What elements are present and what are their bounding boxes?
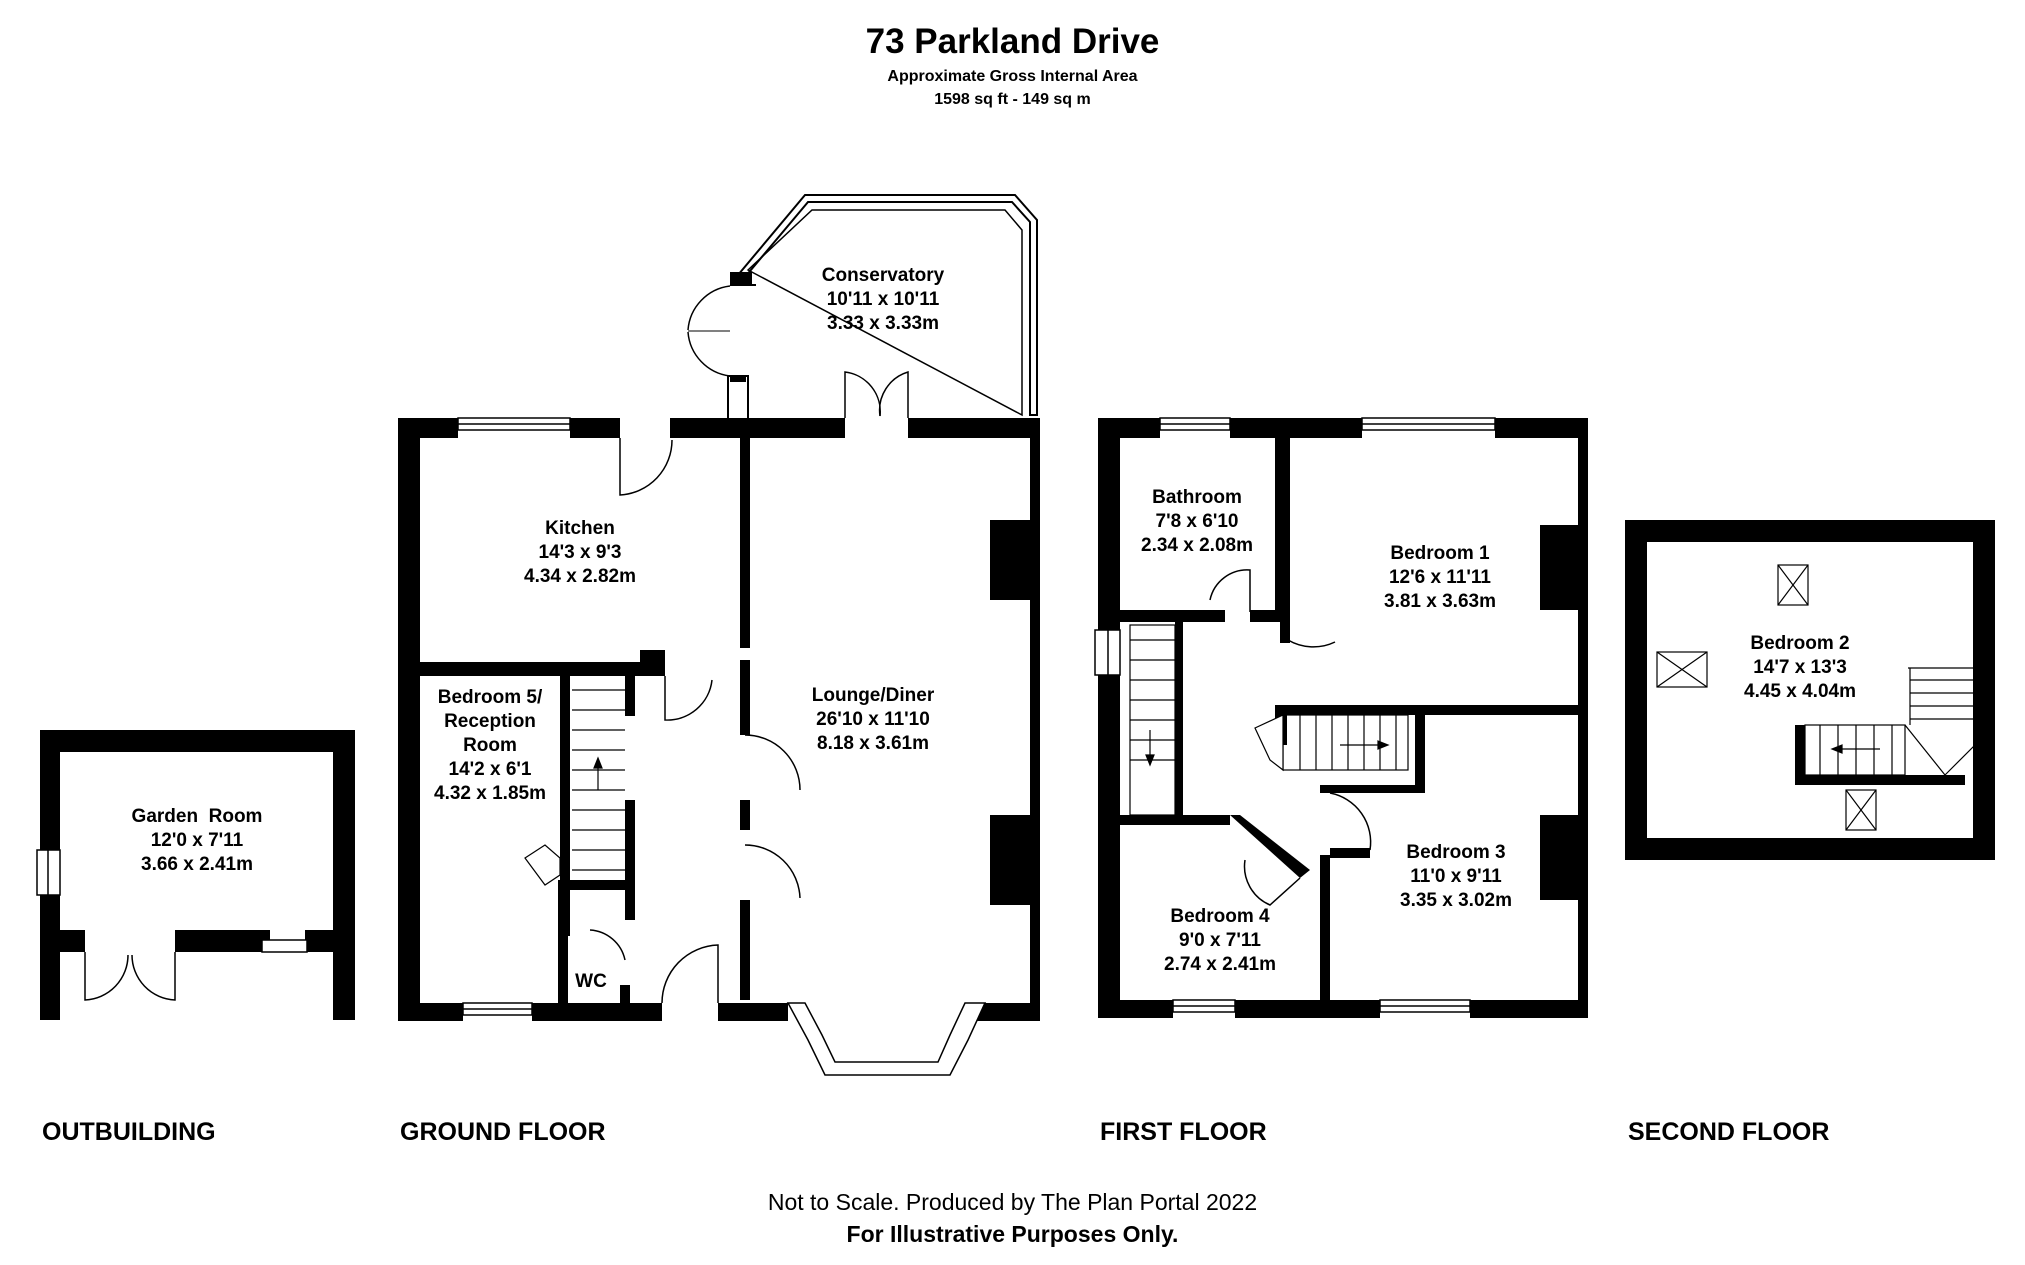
room-label-kitchen: Kitchen 14'3 x 9'3 4.34 x 2.82m [524, 518, 636, 587]
first-floor-walls [1098, 418, 1588, 1018]
room-dim-metric: 4.32 x 1.85m [434, 783, 546, 804]
room-dim-metric: 2.34 x 2.08m [1141, 535, 1253, 556]
room-name: Garden Room [132, 806, 263, 827]
room-dim-imperial: 14'7 x 13'3 [1753, 657, 1847, 678]
room-name: Bedroom 4 [1170, 906, 1270, 927]
area-value: 1598 sq ft - 149 sq m [934, 91, 1091, 108]
room-label-bedroom5: Bedroom 5/ Reception Room 14'2 x 6'1 4.3… [434, 687, 546, 804]
room-dim-imperial: 26'10 x 11'10 [816, 709, 930, 730]
room-label-bedroom4: Bedroom 4 9'0 x 7'11 2.74 x 2.41m [1164, 906, 1276, 975]
room-dim-metric: 3.33 x 3.33m [827, 313, 939, 334]
room-dim-imperial: 12'0 x 7'11 [151, 830, 244, 851]
room-dim-metric: 4.45 x 4.04m [1744, 681, 1856, 702]
room-label-bedroom1: Bedroom 1 12'6 x 11'11 3.81 x 3.63m [1384, 543, 1496, 612]
room-label-garden-room: Garden Room 12'0 x 7'11 3.66 x 2.41m [132, 806, 263, 875]
floor-label-first: FIRST FLOOR [1100, 1118, 1267, 1146]
room-dim-imperial: 14'3 x 9'3 [539, 542, 622, 563]
footer-disclaimer: Not to Scale. Produced by The Plan Porta… [767, 1189, 1258, 1215]
ground-floor-walls [398, 418, 1040, 1021]
room-dim-metric: 8.18 x 3.61m [817, 733, 929, 754]
room-name: WC [575, 971, 607, 992]
room-name: Kitchen [545, 518, 615, 539]
floor-label-outbuilding: OUTBUILDING [42, 1118, 216, 1146]
room-dim-imperial: 11'0 x 9'11 [1410, 866, 1502, 887]
room-name: Bedroom 3 [1406, 842, 1505, 863]
room-dim-metric: 2.74 x 2.41m [1164, 954, 1276, 975]
room-dim-metric: 4.34 x 2.82m [524, 566, 636, 587]
room-name: Bedroom 1 [1390, 543, 1490, 564]
room-dim-imperial: 14'2 x 6'1 [449, 759, 532, 780]
ground-floor-stairs [524, 689, 625, 886]
outbuilding-windows-doors [36, 849, 308, 1001]
room-dim-imperial: 12'6 x 11'11 [1389, 567, 1491, 588]
room-label-bedroom2: Bedroom 2 14'7 x 13'3 4.45 x 4.04m [1744, 633, 1856, 702]
first-floor-stairs [1129, 624, 1409, 816]
room-name: Lounge/Diner [812, 685, 935, 706]
floor-label-ground: GROUND FLOOR [400, 1118, 606, 1146]
room-label-bathroom: Bathroom 7'8 x 6'10 2.34 x 2.08m [1141, 487, 1253, 556]
room-label-lounge: Lounge/Diner 26'10 x 11'10 8.18 x 3.61m [812, 685, 935, 754]
room-name-line2: Reception [444, 711, 536, 732]
room-name: Conservatory [822, 265, 945, 286]
conservatory-structure [687, 194, 1038, 422]
room-name: Bedroom 2 [1750, 633, 1849, 654]
second-floor-stairs-skylights [1656, 564, 1976, 831]
room-dim-metric: 3.35 x 3.02m [1400, 890, 1512, 911]
footer-illustrative: For Illustrative Purposes Only. [846, 1221, 1179, 1247]
room-dim-imperial: 9'0 x 7'11 [1179, 930, 1261, 951]
floor-label-second: SECOND FLOOR [1628, 1118, 1830, 1146]
second-floor-walls [1625, 520, 1995, 860]
room-dim-imperial: 7'8 x 6'10 [1156, 511, 1239, 532]
outbuilding-walls [40, 730, 355, 1020]
room-label-bedroom3: Bedroom 3 11'0 x 9'11 3.35 x 3.02m [1400, 842, 1512, 911]
room-dim-metric: 3.81 x 3.63m [1384, 591, 1496, 612]
room-dim-metric: 3.66 x 2.41m [141, 854, 253, 875]
room-name-line1: Bedroom 5/ [438, 687, 543, 708]
room-name-line3: Room [463, 735, 517, 756]
first-floor-windows-doors [1094, 417, 1496, 1013]
area-label: Approximate Gross Internal Area [887, 68, 1138, 85]
room-dim-imperial: 10'11 x 10'11 [827, 289, 940, 310]
room-label-conservatory: Conservatory 10'11 x 10'11 3.33 x 3.33m [822, 265, 945, 334]
room-label-wc: WC [575, 971, 607, 992]
room-name: Bathroom [1152, 487, 1242, 508]
property-address-title: 73 Parkland Drive [865, 22, 1160, 61]
ground-floor-windows-doors [457, 370, 987, 1076]
